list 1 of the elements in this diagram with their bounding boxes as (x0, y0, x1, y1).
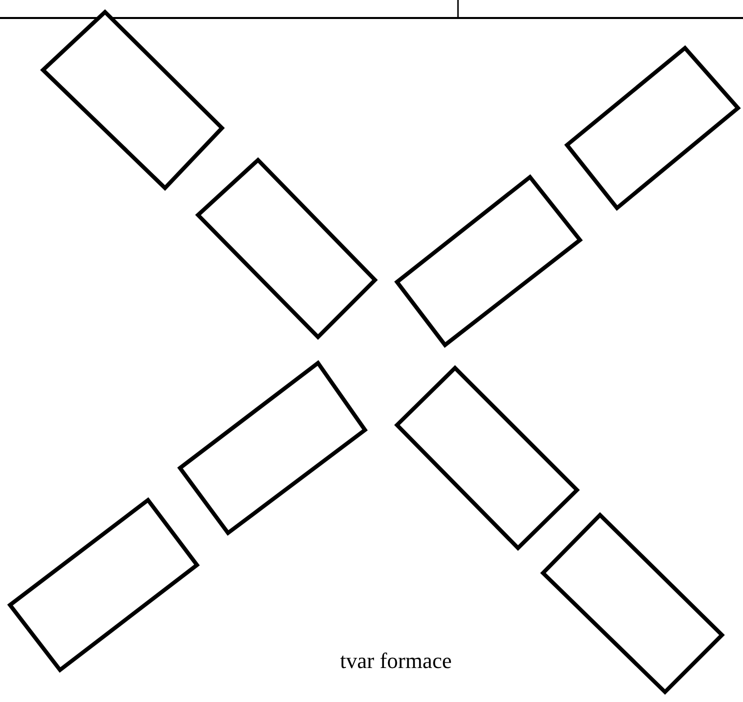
caption: tvar formace (340, 648, 452, 674)
